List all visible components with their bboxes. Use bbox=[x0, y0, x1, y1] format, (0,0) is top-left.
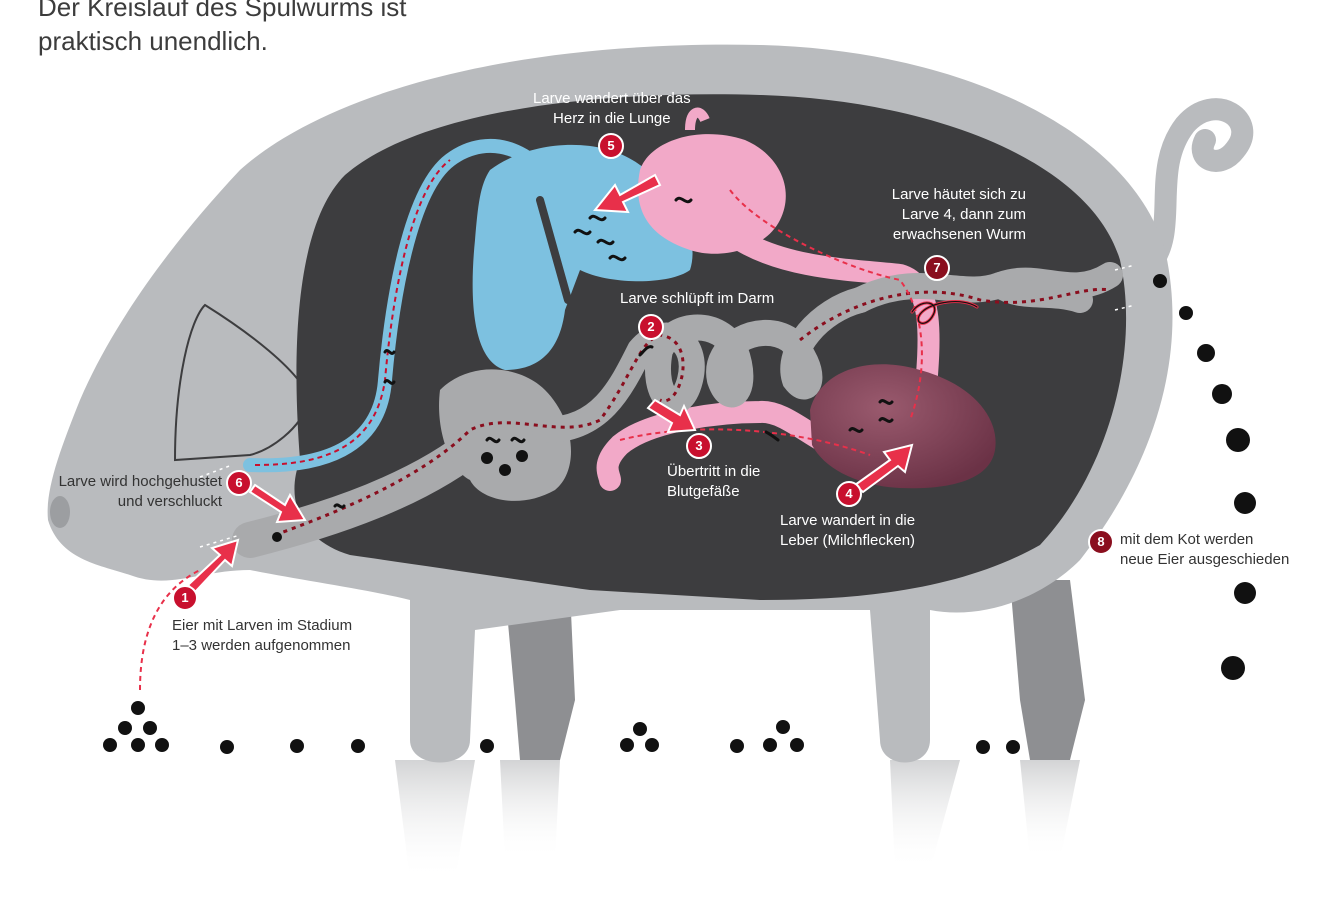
step-8-badge: 8 bbox=[1088, 529, 1114, 555]
step-7-badge: 7 bbox=[924, 255, 950, 281]
step-8-label: mit dem Kot werden neue Eier ausgeschied… bbox=[1120, 530, 1289, 570]
step-1-line-1: Eier mit Larven im Stadium bbox=[172, 616, 352, 636]
step-6-line-1: Larve wird hochgehustet bbox=[34, 472, 222, 492]
step-1-line-2: 1–3 werden aufgenommen bbox=[172, 636, 352, 656]
step-7-label: Larve häutet sich zu Larve 4, dann zum e… bbox=[866, 185, 1026, 245]
step-6-line-2: und verschluckt bbox=[34, 492, 222, 512]
step-3-label: Übertritt in die Blutgefäße bbox=[667, 462, 760, 502]
step-2-label: Larve schlüpft im Darm bbox=[620, 289, 774, 309]
intro-line-1: Der Kreislauf des Spulwurms ist bbox=[38, 0, 458, 24]
step-7-line-1: Larve häutet sich zu bbox=[866, 185, 1026, 205]
step-4-line-2: Leber (Milchflecken) bbox=[780, 531, 915, 551]
step-1-badge: 1 bbox=[172, 585, 198, 611]
step-5-badge: 5 bbox=[598, 133, 624, 159]
step-3-line-2: Blutgefäße bbox=[667, 482, 760, 502]
step-4-line-1: Larve wandert in die bbox=[780, 511, 915, 531]
step-8-line-1: mit dem Kot werden bbox=[1120, 530, 1289, 550]
step-6-label: Larve wird hochgehustet und verschluckt bbox=[34, 472, 222, 512]
step-6-badge: 6 bbox=[226, 470, 252, 496]
step-3-line-1: Übertritt in die bbox=[667, 462, 760, 482]
step-5-line-1: Larve wandert über das bbox=[533, 89, 691, 109]
step-7-line-3: erwachsenen Wurm bbox=[866, 225, 1026, 245]
intro-line-2: praktisch unendlich. bbox=[38, 24, 458, 58]
step-2-line-1: Larve schlüpft im Darm bbox=[620, 289, 774, 309]
step-3-badge: 3 bbox=[686, 433, 712, 459]
step-5-label: Larve wandert über das Herz in die Lunge bbox=[533, 89, 691, 129]
step-5-line-2: Herz in die Lunge bbox=[533, 109, 691, 129]
step-8-line-2: neue Eier ausgeschieden bbox=[1120, 550, 1289, 570]
intro-text: Der Kreislauf des Spulwurms ist praktisc… bbox=[38, 0, 458, 58]
step-4-badge: 4 bbox=[836, 481, 862, 507]
step-7-line-2: Larve 4, dann zum bbox=[866, 205, 1026, 225]
step-2-badge: 2 bbox=[638, 314, 664, 340]
step-1-label: Eier mit Larven im Stadium 1–3 werden au… bbox=[172, 616, 352, 656]
step-4-label: Larve wandert in die Leber (Milchflecken… bbox=[780, 511, 915, 551]
leg-reflections bbox=[395, 760, 1080, 880]
